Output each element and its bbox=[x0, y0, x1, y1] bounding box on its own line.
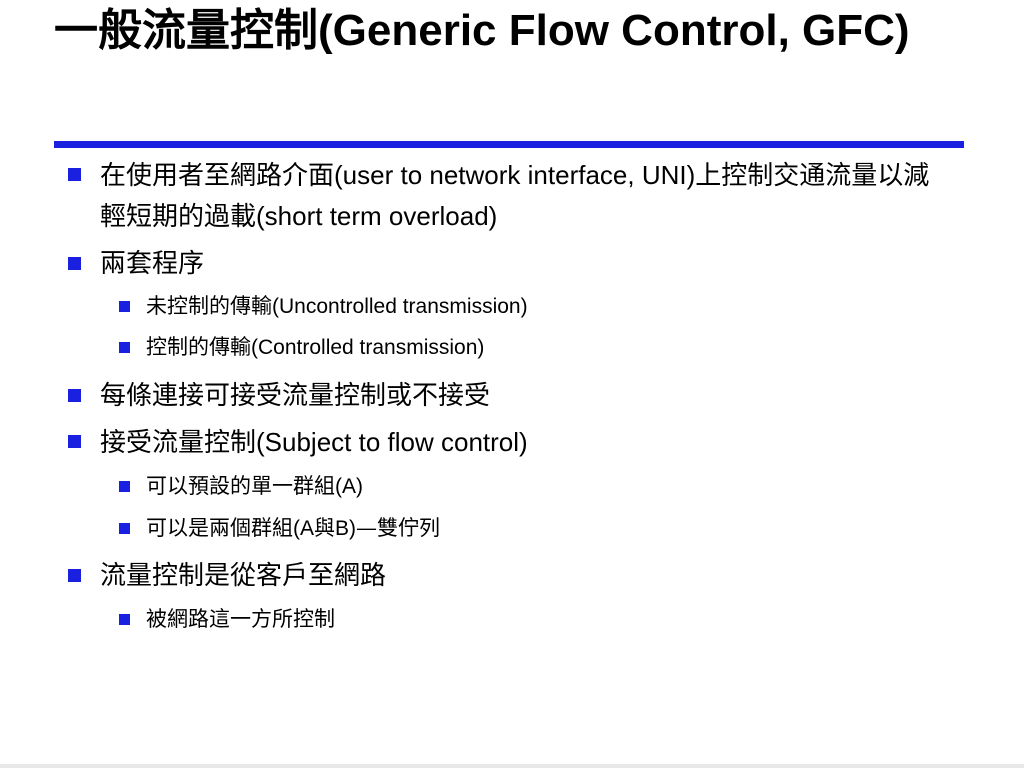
bullet-item: 在使用者至網路介面(user to network interface, UNI… bbox=[68, 155, 940, 237]
sub-bullet-item: 未控制的傳輸(Uncontrolled transmission) bbox=[119, 291, 946, 322]
bullet-text: 可以是兩個群組(A與B)—雙佇列 bbox=[146, 516, 440, 540]
square-bullet-icon bbox=[119, 301, 130, 312]
square-bullet-icon bbox=[119, 523, 130, 534]
slide-bottom-edge bbox=[0, 764, 1024, 768]
sub-bullet-item: 可以預設的單一群組(A) bbox=[119, 471, 946, 502]
square-bullet-icon bbox=[68, 389, 81, 402]
bullet-text: 可以預設的單一群組(A) bbox=[146, 474, 363, 498]
sub-bullet-item: 控制的傳輸(Controlled transmission) bbox=[119, 332, 946, 363]
bullet-text: 接受流量控制(Subject to flow control) bbox=[100, 427, 528, 458]
square-bullet-icon bbox=[68, 168, 81, 181]
square-bullet-icon bbox=[68, 435, 81, 448]
title-underline bbox=[54, 141, 964, 148]
square-bullet-icon bbox=[119, 342, 130, 353]
bullet-text: 未控制的傳輸(Uncontrolled transmission) bbox=[146, 294, 528, 318]
bullet-text: 流量控制是從客戶至網路 bbox=[100, 561, 387, 591]
bullet-item: 接受流量控制(Subject to flow control) bbox=[68, 422, 940, 463]
bullet-item: 流量控制是從客戶至網路 bbox=[68, 556, 940, 596]
square-bullet-icon bbox=[119, 481, 130, 492]
bullet-text: 每條連接可接受流量控制或不接受 bbox=[100, 381, 491, 411]
bullet-text: 控制的傳輸(Controlled transmission) bbox=[146, 335, 485, 359]
sub-bullet-item: 被網路這一方所控制 bbox=[119, 604, 946, 634]
bullet-text: 被網路這一方所控制 bbox=[146, 607, 335, 631]
sub-bullet-item: 可以是兩個群組(A與B)—雙佇列 bbox=[119, 513, 946, 544]
slide-title: 一般流量控制(Generic Flow Control, GFC) bbox=[54, 6, 910, 55]
square-bullet-icon bbox=[119, 614, 130, 625]
bullet-item: 兩套程序 bbox=[68, 244, 940, 284]
square-bullet-icon bbox=[68, 569, 81, 582]
square-bullet-icon bbox=[68, 257, 81, 270]
bullet-text: 兩套程序 bbox=[100, 249, 205, 279]
bullet-text: 在使用者至網路介面(user to network interface, UNI… bbox=[100, 160, 930, 232]
bullet-item: 每條連接可接受流量控制或不接受 bbox=[68, 376, 940, 416]
